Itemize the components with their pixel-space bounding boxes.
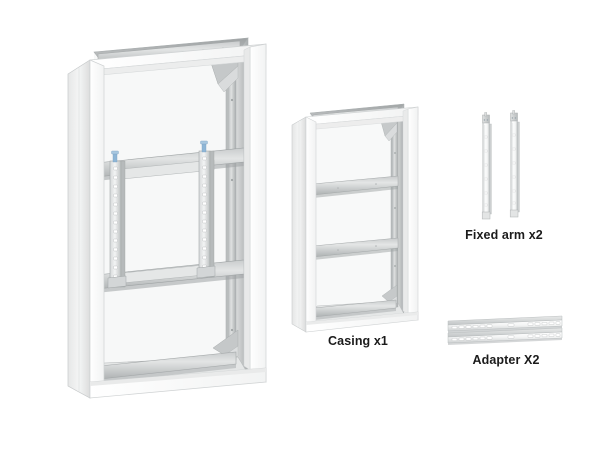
vesa-arm-right — [196, 140, 216, 279]
adapter-rail-1 — [447, 315, 563, 333]
part-fixed-arm-group — [474, 110, 534, 224]
casing-outer-frame — [67, 43, 267, 399]
adapter-rail-2 — [447, 327, 563, 345]
caption-adapter: Adapter X2 — [472, 353, 540, 367]
caption-fixed-arm: Fixed arm x2 — [465, 228, 543, 242]
screw-left — [111, 150, 119, 163]
fixed-arm-1 — [481, 112, 492, 220]
vesa-mount-bracket — [85, 140, 245, 294]
part-adapter-group — [446, 314, 566, 345]
part-casing — [291, 98, 424, 333]
screw-right — [200, 140, 208, 153]
casing-interior — [309, 103, 405, 327]
casing-outer-frame — [291, 106, 419, 333]
fixed-arm-2 — [509, 110, 520, 218]
vesa-arm-left — [107, 150, 127, 289]
caption-casing: Casing x1 — [328, 334, 388, 348]
part-main-assembly — [67, 30, 278, 400]
